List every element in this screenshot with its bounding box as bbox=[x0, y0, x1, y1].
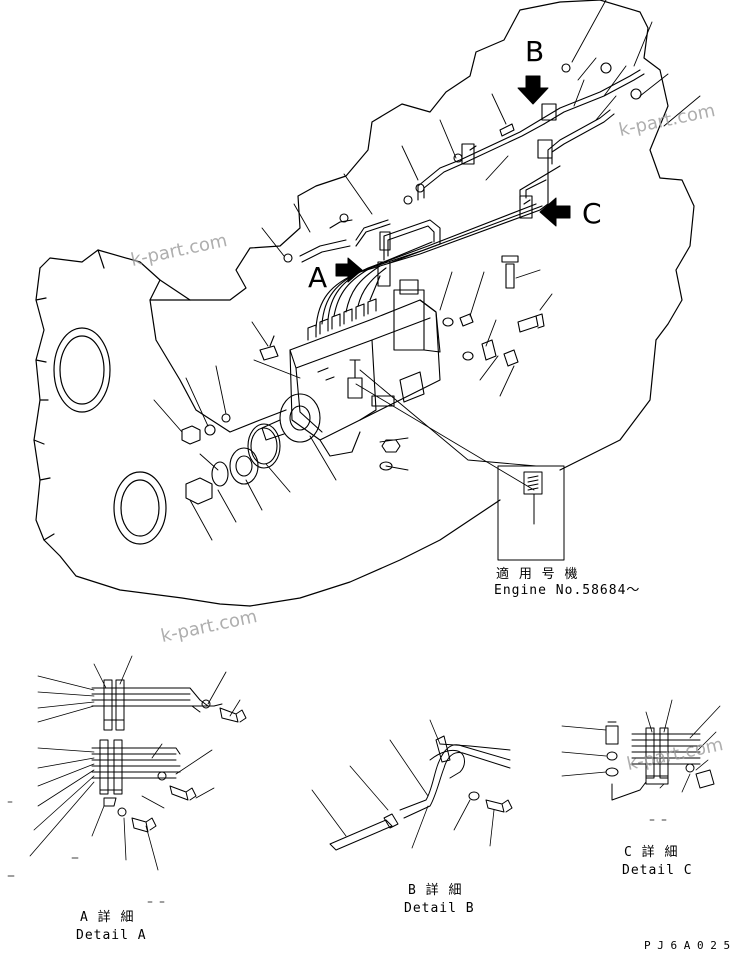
detail-c-caption-en: Detail C bbox=[622, 863, 693, 878]
arrow-a bbox=[335, 257, 363, 283]
detail-b-leaders bbox=[311, 719, 495, 849]
view-label-a: A bbox=[308, 261, 328, 294]
arrow-b bbox=[517, 75, 549, 105]
injection-tubes bbox=[283, 62, 645, 329]
serial-plate-box bbox=[497, 465, 565, 561]
detail-a-drawing bbox=[91, 679, 247, 833]
detail-b-caption-en: Detail B bbox=[404, 901, 475, 916]
detail-b-caption-jp: B 詳 細 bbox=[408, 883, 463, 898]
leader-lines-main bbox=[153, 0, 701, 541]
engine-block-outline bbox=[33, 0, 695, 607]
applicable-engine-number: Engine No.58684～ bbox=[494, 583, 641, 598]
detail-a-leaders bbox=[7, 655, 241, 903]
detail-c-leaders bbox=[561, 699, 721, 821]
injection-pump bbox=[261, 279, 441, 457]
detail-a-caption-jp: A 詳 細 bbox=[80, 910, 135, 925]
applicable-label-jp: 適 用 号 機 bbox=[496, 567, 579, 582]
view-label-b: B bbox=[525, 35, 545, 68]
detail-b-drawing bbox=[329, 735, 513, 851]
view-label-c: C bbox=[582, 197, 602, 230]
drawing-code: P J 6 A 0 2 5 bbox=[644, 939, 731, 952]
detail-c-caption-jp: C 詳 細 bbox=[624, 845, 679, 860]
view-arrows bbox=[335, 75, 571, 283]
detail-a-caption-en: Detail A bbox=[76, 928, 147, 943]
arrow-c bbox=[539, 197, 571, 227]
detail-c-drawing bbox=[605, 721, 715, 801]
loose-parts bbox=[181, 255, 545, 505]
